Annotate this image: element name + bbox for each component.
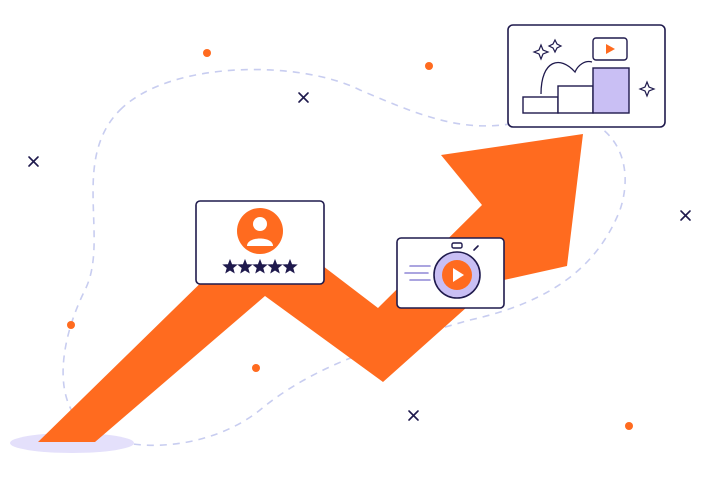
user-avatar-icon: [237, 208, 283, 254]
star-icon: [267, 258, 283, 274]
star-icon: [282, 258, 298, 274]
podium-bars-icon: [522, 67, 630, 114]
profile-rating-card: [195, 200, 325, 285]
star-rating: [222, 258, 298, 274]
speed-lines-icon: [404, 265, 431, 281]
decor-cross: [680, 210, 691, 221]
sparkle-icon: [532, 38, 656, 98]
jump-trail-icon: [540, 60, 593, 95]
trend-up-arrow-icon: [38, 134, 583, 442]
decor-dot: [67, 321, 75, 329]
decor-cross: [298, 92, 309, 103]
video-play-badge-icon: [592, 37, 628, 61]
star-icon: [252, 258, 268, 274]
decor-dot: [425, 62, 433, 70]
stopwatch-play-icon: [433, 242, 481, 299]
podium-card: [507, 24, 666, 128]
star-icon: [222, 258, 238, 274]
dashed-blob-outline: [62, 68, 626, 447]
stopwatch-card: [396, 237, 505, 309]
decor-dot: [203, 49, 211, 57]
arrow-shadow: [10, 433, 134, 453]
decor-dot: [252, 364, 260, 372]
decor-dot: [625, 422, 633, 430]
decor-cross: [28, 156, 39, 167]
star-icon: [237, 258, 253, 274]
decor-cross: [408, 410, 419, 421]
